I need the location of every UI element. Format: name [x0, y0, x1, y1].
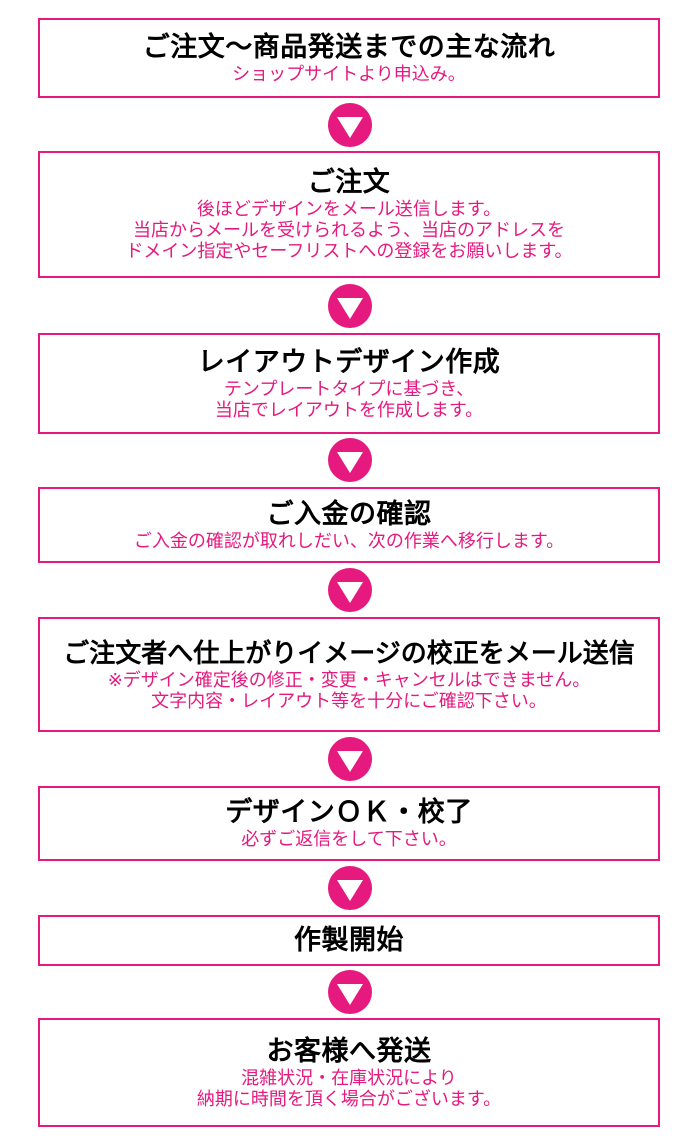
flow-step-payment-confirmation: ご入金の確認 ご入金の確認が取れしだい、次の作業へ移行します。	[38, 487, 660, 563]
step-description: ショップサイトより申込み。	[232, 64, 466, 85]
step-description: ご入金の確認が取れしだい、次の作業へ移行します。	[134, 531, 564, 552]
step-description-line: テンプレートタイプに基づき、	[223, 378, 475, 400]
flow-step-order: ご注文 後ほどデザインをメール送信します。 当店からメールを受けられるよう、当店…	[38, 151, 660, 278]
flow-step-overview: ご注文〜商品発送までの主な流れ ショップサイトより申込み。	[38, 18, 660, 98]
step-description-line: 文字内容・レイアウト等を十分にご確認下さい。	[151, 690, 547, 712]
step-description-line: 混雑状況・在庫状況により	[241, 1067, 457, 1089]
step-description: テンプレートタイプに基づき、 当店でレイアウトを作成します。	[215, 379, 483, 421]
step-description-line: 必ずご返信をして下さい。	[241, 829, 457, 850]
step-title: お客様へ発送	[266, 1035, 432, 1067]
step-title: ご注文〜商品発送までの主な流れ	[142, 31, 556, 63]
down-arrow-circle-icon	[328, 284, 372, 328]
flow-step-layout-design: レイアウトデザイン作成 テンプレートタイプに基づき、 当店でレイアウトを作成しま…	[38, 333, 660, 434]
down-arrow-circle-icon	[328, 970, 372, 1014]
down-arrow-circle-icon	[328, 438, 372, 482]
flow-step-proof-email: ご注文者へ仕上がりイメージの校正をメール送信 ※デザイン確定後の修正・変更・キャ…	[38, 617, 660, 732]
flow-step-design-approval: デザインＯＫ・校了 必ずご返信をして下さい。	[38, 786, 660, 861]
step-title: ご注文	[307, 167, 391, 198]
step-description: 必ずご返信をして下さい。	[241, 829, 456, 850]
down-arrow-circle-icon	[328, 737, 372, 781]
down-arrow-circle-icon	[328, 103, 372, 147]
step-title: レイアウトデザイン作成	[197, 346, 501, 378]
step-description: 混雑状況・在庫状況により 納期に時間を頂く場合がございます。	[197, 1068, 501, 1110]
step-title: デザインＯＫ・校了	[225, 797, 473, 828]
flow-step-production-start: 作製開始	[38, 915, 660, 966]
step-description: ※デザイン確定後の修正・変更・キャンセルはできません。 文字内容・レイアウト等を…	[108, 670, 591, 712]
step-description-line: ご入金の確認が取れしだい、次の作業へ移行します。	[133, 530, 565, 552]
flow-step-shipping: お客様へ発送 混雑状況・在庫状況により 納期に時間を頂く場合がございます。	[38, 1018, 660, 1127]
step-description-line: ショップサイトより申込み。	[232, 63, 466, 85]
step-title: ご注文者へ仕上がりイメージの校正をメール送信	[63, 638, 635, 669]
step-description-line: ドメイン指定やセーフリストへの登録をお願いします。	[125, 241, 573, 262]
step-description: 後ほどデザインをメール送信します。 当店からメールを受けられるよう、当店のアドレ…	[125, 199, 572, 262]
step-description-line: 当店でレイアウトを作成します。	[214, 399, 484, 421]
step-description-line: ※デザイン確定後の修正・変更・キャンセルはできません。	[107, 669, 591, 691]
step-description-line: 納期に時間を頂く場合がございます。	[196, 1088, 502, 1110]
down-arrow-circle-icon	[328, 568, 372, 612]
step-title: ご入金の確認	[266, 498, 432, 530]
down-arrow-circle-icon	[328, 866, 372, 910]
step-description-line: 当店からメールを受けられるよう、当店のアドレスを	[133, 220, 565, 241]
step-description-line: 後ほどデザインをメール送信します。	[196, 199, 502, 220]
step-title: 作製開始	[294, 924, 404, 956]
